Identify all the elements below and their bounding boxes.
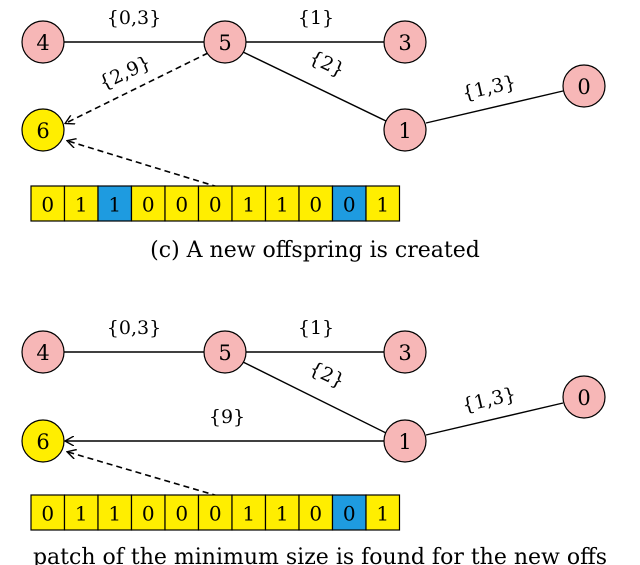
node-4-label: 4 (36, 341, 49, 365)
edge-5-1 (242, 361, 387, 434)
edge-label-5-6: {2,9} (96, 52, 155, 95)
node-1-label: 1 (398, 119, 411, 143)
node-5: 5 (203, 330, 247, 374)
node-1: 1 (383, 108, 427, 152)
node-1-label: 1 (398, 430, 411, 454)
node-6-circle (21, 419, 65, 463)
node-4-circle (21, 20, 65, 64)
bit-value: 1 (108, 502, 121, 526)
bit-value: 1 (242, 193, 255, 217)
bit-value: 1 (376, 193, 389, 217)
bit-value: 0 (142, 193, 155, 217)
bit-value: 0 (309, 502, 322, 526)
bit-value: 0 (309, 193, 322, 217)
panel-d: {0,3} {1} {2} {1,3} {9} 4 5 3 0 1 6 (21, 317, 607, 565)
bit-value: 1 (108, 193, 121, 217)
node-4-label: 4 (36, 31, 49, 55)
edge-label-5-1: {2} (306, 357, 348, 392)
node-5-label: 5 (218, 31, 231, 55)
bit-cell (164, 494, 200, 531)
bit-cell (30, 494, 66, 531)
node-6-circle (21, 108, 65, 152)
edge-5-1 (242, 51, 387, 122)
node-3-label: 3 (398, 341, 411, 365)
node-3-circle (383, 330, 427, 374)
node-5-circle (203, 20, 247, 64)
node-1: 1 (383, 419, 427, 463)
edge-label-1-0: {1,3} (460, 383, 518, 417)
edge-chromosome-6-dashed (68, 141, 219, 188)
bit-value: 1 (376, 502, 389, 526)
bit-cell (298, 494, 334, 531)
bit-value: 1 (75, 193, 88, 217)
bit-value: 0 (41, 193, 54, 217)
node-1-circle (383, 419, 427, 463)
node-4: 4 (21, 20, 65, 64)
caption-d: patch of the minimum size is found for t… (33, 545, 607, 565)
edge-label-1-6: {9} (209, 406, 245, 428)
node-3-label: 3 (398, 31, 411, 55)
node-3: 3 (383, 330, 427, 374)
node-6: 6 (21, 108, 65, 152)
bit-cell (231, 185, 267, 222)
bit-cell (30, 185, 66, 222)
edge-label-4-5: {0,3} (107, 7, 161, 29)
bit-cell (298, 185, 334, 222)
bit-value: 1 (276, 502, 289, 526)
bit-cell (97, 494, 133, 531)
panel-c: {0,3} {1} {2} {1,3} {2,9} 4 5 3 0 1 6 (21, 7, 606, 263)
node-0-label: 0 (577, 386, 590, 410)
node-6-label: 6 (36, 430, 49, 454)
node-1-circle (383, 108, 427, 152)
bit-cell (365, 494, 401, 531)
edge-1-0 (425, 402, 564, 436)
node-0: 0 (562, 64, 606, 108)
edge-5-6-dashed (66, 52, 209, 123)
node-0: 0 (562, 375, 606, 419)
node-6-label: 6 (36, 119, 49, 143)
bit-value: 1 (242, 502, 255, 526)
node-5-circle (203, 330, 247, 374)
edge-1-0 (425, 90, 564, 124)
node-3-circle (383, 20, 427, 64)
bit-value: 0 (209, 502, 222, 526)
edge-label-1-0: {1,3} (460, 71, 518, 105)
bit-cell (197, 494, 233, 531)
node-0-circle (562, 64, 606, 108)
edge-chromosome-6-dashed (68, 452, 219, 497)
node-5: 5 (203, 20, 247, 64)
bit-value: 0 (343, 502, 356, 526)
bit-value: 1 (75, 502, 88, 526)
node-0-circle (562, 375, 606, 419)
bit-cell (365, 185, 401, 222)
node-6: 6 (21, 419, 65, 463)
node-4-circle (21, 330, 65, 374)
edge-label-5-3: {1} (298, 7, 334, 29)
bit-cell (331, 494, 367, 531)
bit-value: 0 (209, 193, 222, 217)
bit-value: 0 (343, 193, 356, 217)
bit-cell (164, 185, 200, 222)
node-5-label: 5 (218, 341, 231, 365)
edge-label-5-3: {1} (298, 317, 334, 339)
node-4: 4 (21, 330, 65, 374)
bit-value: 0 (142, 502, 155, 526)
bit-cell (63, 494, 99, 531)
bit-cell (97, 185, 133, 222)
caption-c: (c) A new offspring is created (150, 238, 480, 263)
node-0-label: 0 (577, 75, 590, 99)
bit-value: 1 (276, 193, 289, 217)
node-3: 3 (383, 20, 427, 64)
bit-value: 0 (41, 502, 54, 526)
bit-value: 0 (175, 502, 188, 526)
bit-value: 0 (175, 193, 188, 217)
edge-label-4-5: {0,3} (107, 317, 161, 339)
edge-label-5-1: {2} (306, 46, 348, 81)
